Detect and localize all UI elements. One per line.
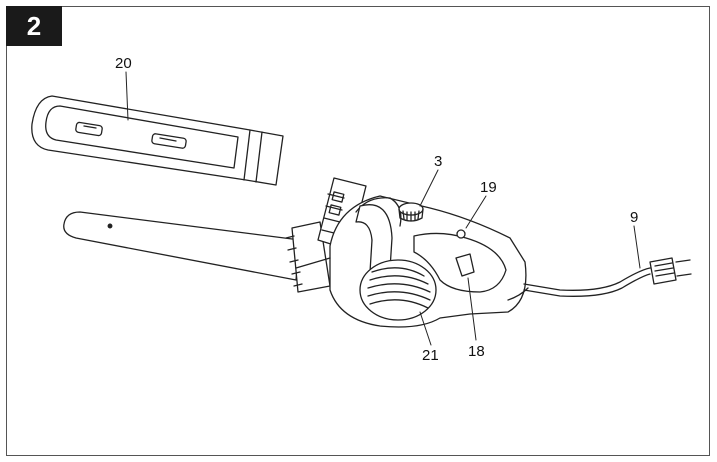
trigger [455, 253, 475, 277]
callout-19: 19 [480, 179, 497, 196]
tension-knob [398, 202, 424, 222]
coil-detail [359, 259, 437, 321]
lock-button [456, 229, 466, 239]
power-cable [523, 257, 692, 297]
bar-cover [31, 95, 284, 186]
callout-3: 3 [434, 153, 442, 170]
callout-9: 9 [630, 209, 638, 226]
leader-lines [125, 71, 641, 346]
guide-bar [63, 211, 301, 281]
callout-20: 20 [115, 55, 132, 72]
figure-number-badge: 2 [6, 6, 62, 46]
callout-21: 21 [422, 347, 439, 364]
callout-18: 18 [468, 343, 485, 360]
